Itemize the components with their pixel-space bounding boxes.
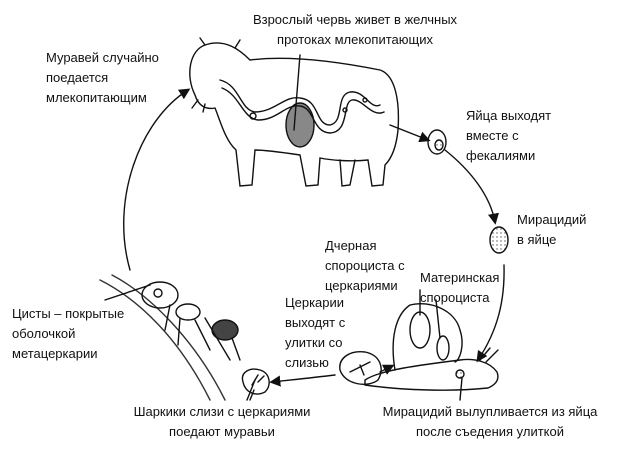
label-line: Яйца выходят — [466, 108, 552, 123]
grass-stalk — [99, 274, 226, 401]
label-miracidium-hatch: Мирацидий вылупливается из яйца после съ… — [345, 402, 620, 442]
label-miracidium-in-egg: Мирацидий в яйце — [517, 210, 586, 250]
arrow-slime-to-ball — [269, 374, 336, 387]
label-line: метацеркарии — [12, 346, 98, 361]
label-adult-worm: Взрослый червь живет в желчных протоках … — [215, 10, 495, 50]
cercaria-icon — [349, 361, 371, 376]
cercaria-slime-blob — [339, 351, 382, 386]
label-line: Взрослый червь живет в желчных — [252, 12, 458, 27]
label-mother-sporocyst: Материнская спороциста — [420, 268, 499, 308]
leader-line — [249, 389, 255, 401]
egg-embryo-icon — [434, 139, 444, 151]
arrow-ant-to-sheep — [123, 88, 191, 271]
label-line: в яйце — [517, 232, 557, 247]
egg-icon — [427, 129, 447, 155]
label-line: поедается — [46, 70, 109, 85]
label-line: протоках млекопитающих — [277, 32, 433, 47]
label-line: улитки со — [285, 335, 343, 350]
label-line: спороциста — [420, 290, 490, 305]
label-line: выходят с — [285, 315, 346, 330]
label-line: Муравей случайно — [46, 50, 159, 65]
label-line: фекалиями — [466, 148, 536, 163]
label-line: церкариями — [325, 278, 398, 293]
arrow-snail-to-slime — [379, 364, 395, 375]
label-line: после съедения улиткой — [415, 424, 564, 439]
label-ant-eaten: Муравей случайно поедается млекопитающим — [46, 48, 159, 108]
sheep-host — [189, 37, 400, 187]
label-line: млекопитающим — [46, 90, 147, 105]
label-line: спороциста с — [325, 258, 405, 273]
leader-line — [104, 54, 301, 401]
label-line: Мирацидий вылупливается из яйца — [382, 404, 598, 419]
label-line: Дчерная — [325, 238, 377, 253]
label-line: оболочкой — [12, 326, 76, 341]
label-line: Цисты – покрытые — [12, 306, 125, 321]
ant-host — [141, 281, 241, 361]
label-line: Мирацидий — [517, 212, 587, 227]
label-cysts: Цисты – покрытые оболочкой метацеркарии — [12, 304, 124, 364]
snail-host — [364, 289, 499, 401]
miracidium-egg-icon — [489, 226, 509, 254]
slime-ball — [241, 368, 270, 395]
label-line: слизью — [285, 355, 329, 370]
label-line: вместе с — [466, 128, 519, 143]
label-daughter-sporocyst: Дчерная спороциста с церкариями — [325, 236, 405, 296]
label-line: Церкарии — [285, 295, 345, 310]
label-cercariae-exit: Церкарии выходят с улитки со слизью — [285, 293, 345, 373]
label-slime-balls: Шаркики слизи с церкариями поедают мурав… — [112, 402, 332, 442]
label-eggs-exit: Яйца выходят вместе с фекалиями — [466, 106, 551, 166]
label-line: Материнская — [420, 270, 500, 285]
label-line: Шаркики слизи с церкариями — [133, 404, 311, 419]
arrow-egg-to-miracidium — [444, 149, 499, 225]
arrow-egg-to-snail — [476, 264, 505, 363]
label-line: поедают муравьи — [169, 424, 275, 439]
arrow-sheep-to-egg — [389, 124, 431, 143]
